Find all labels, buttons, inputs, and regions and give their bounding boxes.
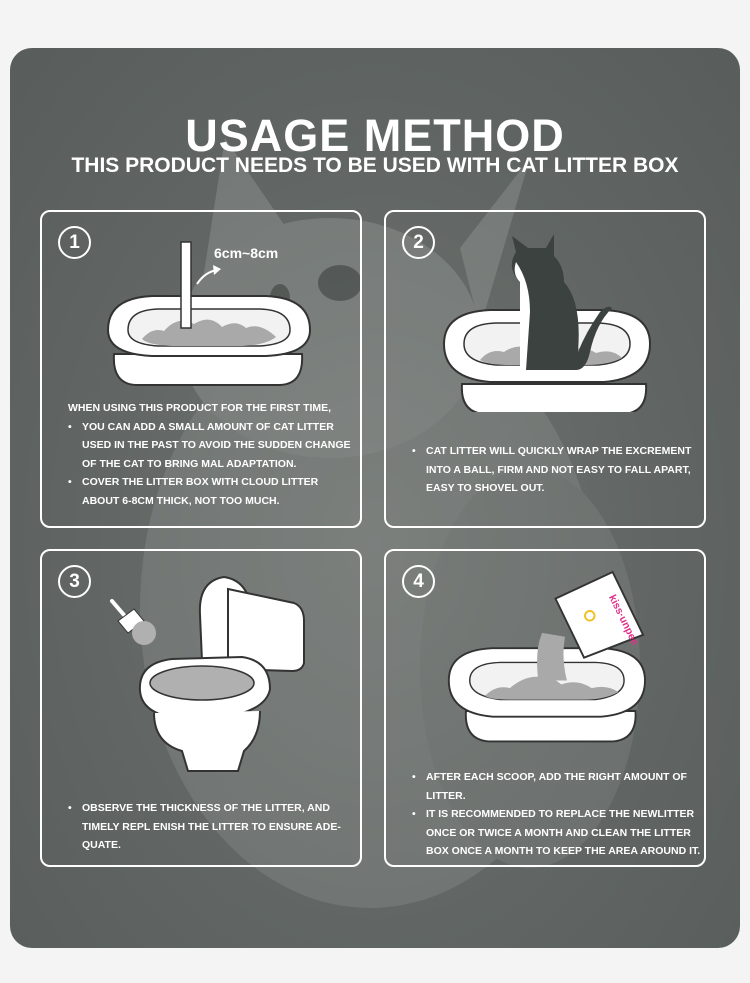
litter-bag-icon: kiss·unpee	[554, 570, 645, 659]
step-number-3: 3	[58, 565, 91, 598]
cat-silhouette-icon	[511, 234, 612, 370]
step-1-text: WHEN USING THIS PRODUCT FOR THE FIRST TI…	[68, 399, 358, 510]
list-item: •COVER THE LITTER BOX WITH CLOUD LITTER …	[68, 476, 319, 507]
list-item: •AFTER EACH SCOOP, ADD THE RIGHT AMOUNT …	[412, 771, 687, 802]
litter-box-icon	[106, 241, 312, 386]
step-4-text: •AFTER EACH SCOOP, ADD THE RIGHT AMOUNT …	[412, 768, 702, 861]
litter-scoop-icon	[110, 599, 156, 645]
litter-box-icon: kiss·unpee	[447, 570, 646, 743]
step-number-1: 1	[58, 226, 91, 259]
step-3-text: •OBSERVE THE THICKNESS OF THE LITTER, AN…	[68, 799, 358, 855]
list-item: •IT IS RECOMMENDED TO REPLACE THE NEWLIT…	[412, 808, 701, 857]
step-card-3: 3 •OBSERVE THE THICKNESS OF THE LITTER, …	[40, 549, 362, 867]
list-item: •OBSERVE THE THICKNESS OF THE LITTER, AN…	[68, 802, 341, 851]
usage-panel: USAGE METHOD THIS PRODUCT NEEDS TO BE US…	[10, 48, 740, 948]
step-number-2: 2	[402, 226, 435, 259]
list-item: •CAT LITTER WILL QUICKLY WRAP THE EXCREM…	[412, 445, 692, 494]
litter-box-icon	[442, 234, 652, 412]
step-card-4: 4 kiss·unpee •AFTER EACH SCOOP, ADD THE …	[384, 549, 706, 867]
page-title: USAGE METHOD	[185, 110, 565, 161]
step-2-text: •CAT LITTER WILL QUICKLY WRAP THE EXCREM…	[412, 442, 702, 498]
step-card-1: 1 6cm~8cm WHEN USING THIS PRODUCT FOR TH…	[40, 210, 362, 528]
toilet-icon	[110, 575, 305, 772]
step-card-2: 2 •CAT LITTER WILL QUICKLY WRAP THE EXCR…	[384, 210, 706, 528]
ruler-stick-icon	[180, 241, 192, 329]
measure-label: 6cm~8cm	[214, 245, 279, 261]
list-item: WHEN USING THIS PRODUCT FOR THE FIRST TI…	[68, 402, 332, 414]
page-subtitle: THIS PRODUCT NEEDS TO BE USED WITH CAT L…	[71, 154, 679, 177]
step-number-4: 4	[402, 565, 435, 598]
list-item: •YOU CAN ADD A SMALL AMOUNT OF CAT LITTE…	[68, 420, 351, 470]
background-cat-illustration	[140, 138, 640, 908]
